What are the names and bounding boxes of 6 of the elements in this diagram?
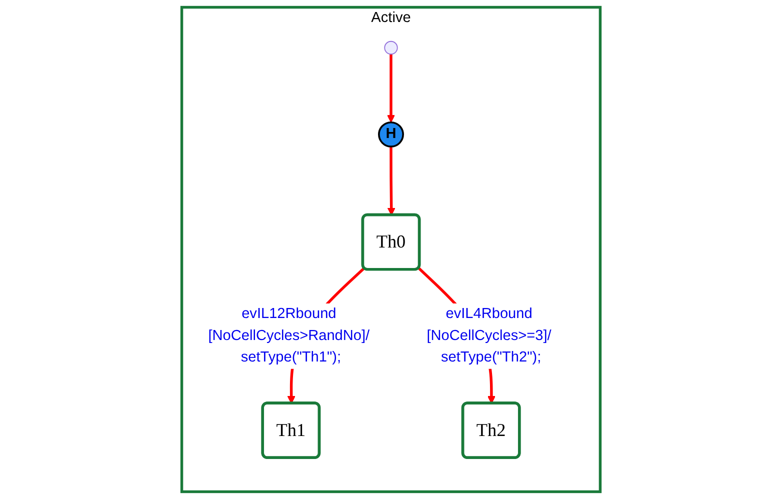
edge-label: evIL12Rbound [NoCellCycles>RandNo]/ setType("Th1"); [208,306,370,366]
node-circle: H [378,121,404,148]
arrow [386,54,394,123]
edge-label: evIL4Rbound [NoCellCycles>=3]/ setType("Th2"); [426,306,551,366]
node-circle [384,40,398,55]
arrow [386,146,395,216]
